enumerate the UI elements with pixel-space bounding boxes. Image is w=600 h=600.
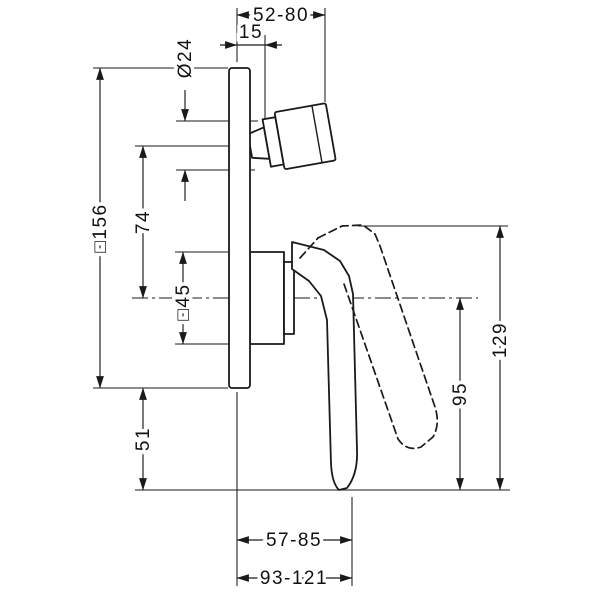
dim-label-wall-offset: 15 [239,22,263,43]
handle-open-dashed [299,224,439,450]
dim-label-depth-range-min: 57-85 [266,530,322,551]
dimension-labels: 52-80 15 Ø24 □156 74 □45 51 95 129 57-85… [87,2,515,593]
dim-label-depth-range-max: 93-121 [260,568,328,589]
dim-label-handle-span: 129 [490,322,511,358]
wall-connector [247,102,337,170]
handle-closed [291,241,358,491]
dimension-lines [96,11,504,582]
dim-label-top-width-range: 52-80 [253,5,309,26]
escutcheon-plate [228,67,251,389]
valve-body [249,251,295,345]
dim-label-plate-bottom-to-tip: 51 [133,427,154,451]
mixer-side-view [228,67,439,491]
dim-label-connector-diameter: Ø24 [175,38,196,78]
dim-label-body-square: □45 [173,283,194,320]
extension-lines [93,8,510,586]
dim-label-connector-to-center: 74 [133,210,154,234]
dim-label-plate-square: □156 [90,203,111,252]
dim-label-center-to-tip: 95 [450,382,471,406]
